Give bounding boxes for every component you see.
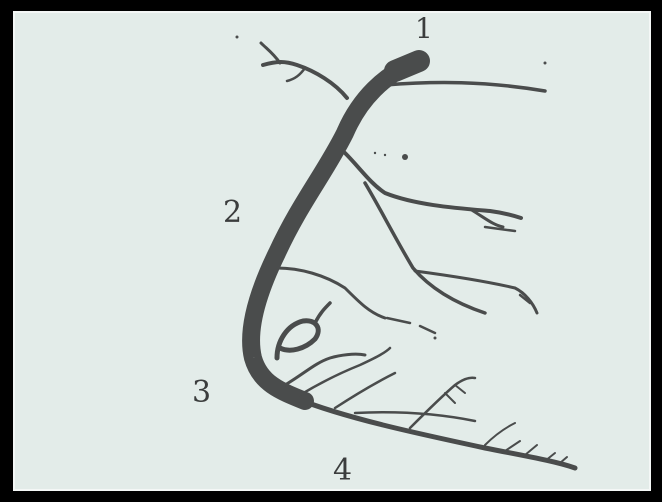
lower-branch-f xyxy=(445,385,465,403)
dashed-branch-a xyxy=(387,318,435,333)
label-1: 1 xyxy=(415,15,433,43)
label-3: 3 xyxy=(192,378,211,408)
artifact-dot xyxy=(434,337,437,340)
label-2: 2 xyxy=(223,198,242,228)
middle-branch xyxy=(345,153,521,218)
main-vessel-tip xyxy=(395,61,419,71)
loop-tail xyxy=(315,303,330,323)
lower-branch-d xyxy=(355,412,475,421)
loop-branch xyxy=(277,321,318,358)
artifact-dot xyxy=(402,154,408,160)
upper-right-branch xyxy=(385,83,545,91)
artifact-dot xyxy=(384,154,386,156)
upper-left-twig-a xyxy=(261,43,280,63)
vessel-diagram xyxy=(15,13,649,489)
lower-branch-g xyxy=(485,423,515,445)
diagram-paper: 1 2 3 4 xyxy=(13,11,651,491)
lower-branch-e xyxy=(410,378,475,428)
left-middle-branch xyxy=(277,268,385,318)
artifact-dot xyxy=(236,36,239,39)
descending-twig-a xyxy=(415,271,537,313)
lower-branch-c xyxy=(335,373,395,408)
artifact-dot xyxy=(374,152,376,154)
label-4: 4 xyxy=(333,456,352,486)
upper-left-twig-b xyxy=(287,68,305,81)
artifact-dot xyxy=(544,62,547,65)
